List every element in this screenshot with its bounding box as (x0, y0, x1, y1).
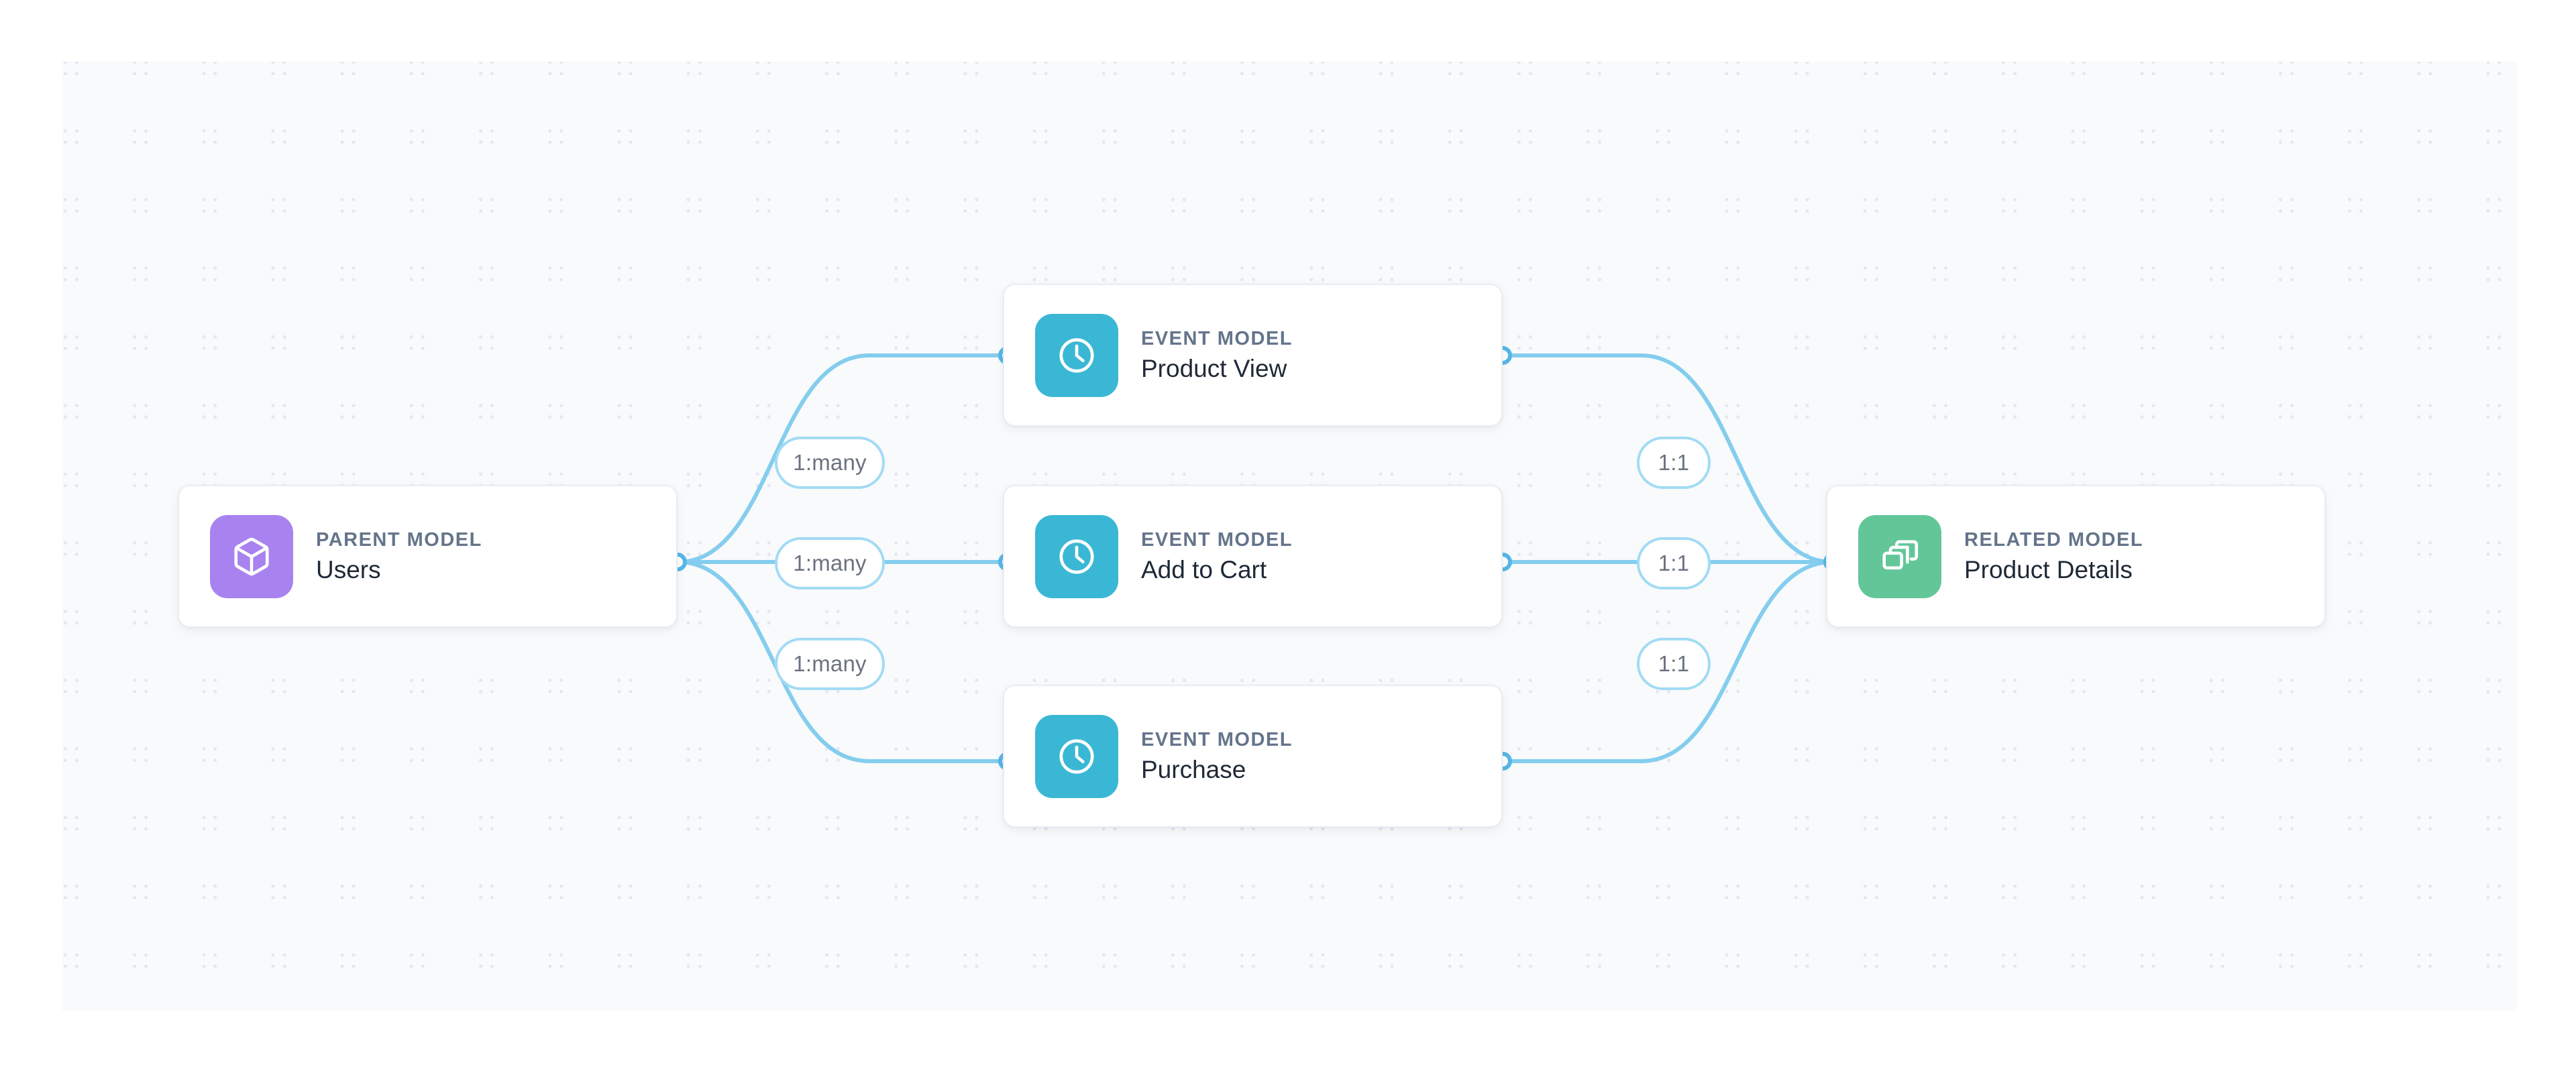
relationship-badge-add-to-cart-details[interactable]: 1:1 (1637, 537, 1711, 589)
relationship-badge-product-view-details[interactable]: 1:1 (1637, 437, 1711, 489)
node-title: Product View (1141, 355, 1287, 382)
node-text-block: EVENT MODEL Add to Cart (1141, 529, 1293, 583)
node-title: Purchase (1141, 756, 1246, 783)
node-kicker: EVENT MODEL (1141, 729, 1293, 750)
node-event-add-to-cart[interactable]: EVENT MODEL Add to Cart (1003, 485, 1503, 628)
node-related-product-details[interactable]: RELATED MODEL Product Details (1826, 485, 2326, 628)
node-title: Add to Cart (1141, 556, 1267, 583)
clock-icon (1056, 736, 1097, 777)
relationship-badge-users-purchase[interactable]: 1:many (775, 638, 885, 690)
relationship-badge-purchase-details[interactable]: 1:1 (1637, 638, 1711, 690)
node-event-purchase[interactable]: EVENT MODEL Purchase (1003, 685, 1503, 828)
cube-icon-tile (210, 514, 293, 598)
node-kicker: RELATED MODEL (1964, 529, 2144, 551)
cube-icon (231, 536, 272, 577)
clock-icon-tile (1035, 514, 1118, 598)
node-text-block: PARENT MODEL Users (316, 529, 482, 583)
layers-icon-tile (1858, 514, 1941, 598)
clock-icon-tile (1035, 313, 1118, 397)
diagram-canvas[interactable]: PARENT MODEL Users EVENT MODEL Product V… (62, 62, 2517, 1011)
clock-icon (1056, 536, 1097, 577)
node-title: Users (316, 556, 381, 583)
node-text-block: EVENT MODEL Product View (1141, 328, 1293, 382)
node-kicker: EVENT MODEL (1141, 328, 1293, 349)
node-parent-users[interactable]: PARENT MODEL Users (178, 485, 678, 628)
node-kicker: PARENT MODEL (316, 529, 482, 551)
clock-icon (1056, 335, 1097, 376)
layers-icon (1879, 536, 1921, 577)
relationship-badge-users-add-to-cart[interactable]: 1:many (775, 537, 885, 589)
node-event-product-view[interactable]: EVENT MODEL Product View (1003, 284, 1503, 427)
relationship-badge-users-product-view[interactable]: 1:many (775, 437, 885, 489)
node-text-block: RELATED MODEL Product Details (1964, 529, 2144, 583)
node-title: Product Details (1964, 556, 2133, 583)
node-text-block: EVENT MODEL Purchase (1141, 729, 1293, 783)
clock-icon-tile (1035, 714, 1118, 798)
node-kicker: EVENT MODEL (1141, 529, 1293, 551)
